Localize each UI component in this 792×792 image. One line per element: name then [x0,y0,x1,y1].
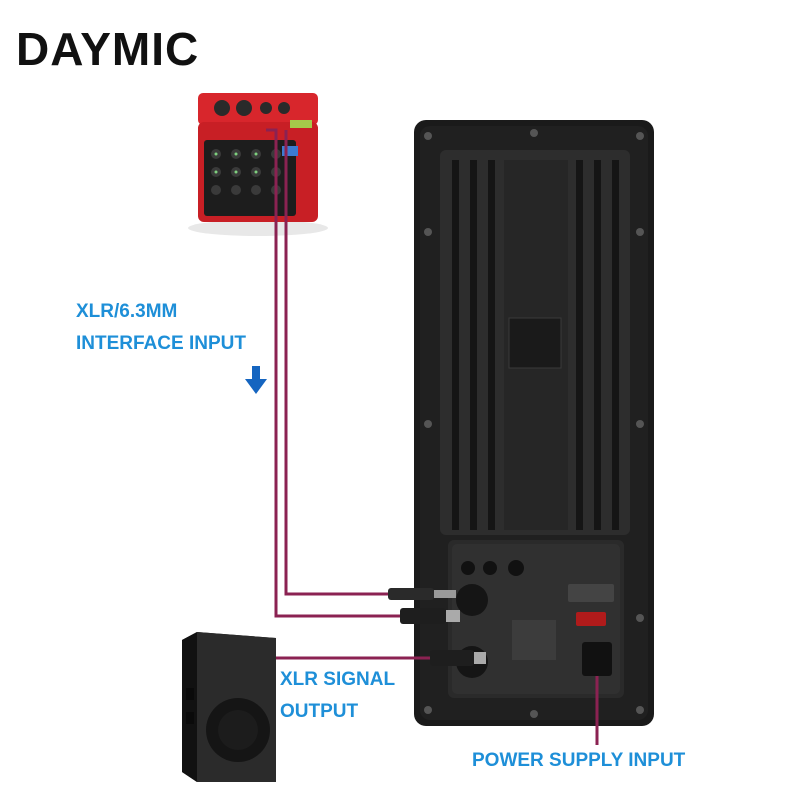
passive-speaker [182,632,276,782]
signal-cables [266,128,599,745]
audio-mixer [188,93,328,236]
interface-input-label-line1: XLR/6.3MM [76,301,178,322]
interface-input-label: XLR/6.3MM INTERFACE INPUT [76,296,246,360]
signal-output-label-line1: XLR SIGNAL [280,669,396,690]
amplifier-module [414,120,654,726]
down-arrow-icon [245,366,267,394]
brand-name: DAYMIC [16,23,200,75]
interface-input-label-line2: INTERFACE INPUT [76,333,246,354]
signal-output-label-line2: OUTPUT [280,701,359,722]
xlr-plugs [388,588,486,666]
brand-logo: DAYMIC [16,18,199,80]
signal-output-label: XLR SIGNAL OUTPUT [280,664,395,728]
power-supply-input-label: POWER SUPPLY INPUT [472,750,686,771]
